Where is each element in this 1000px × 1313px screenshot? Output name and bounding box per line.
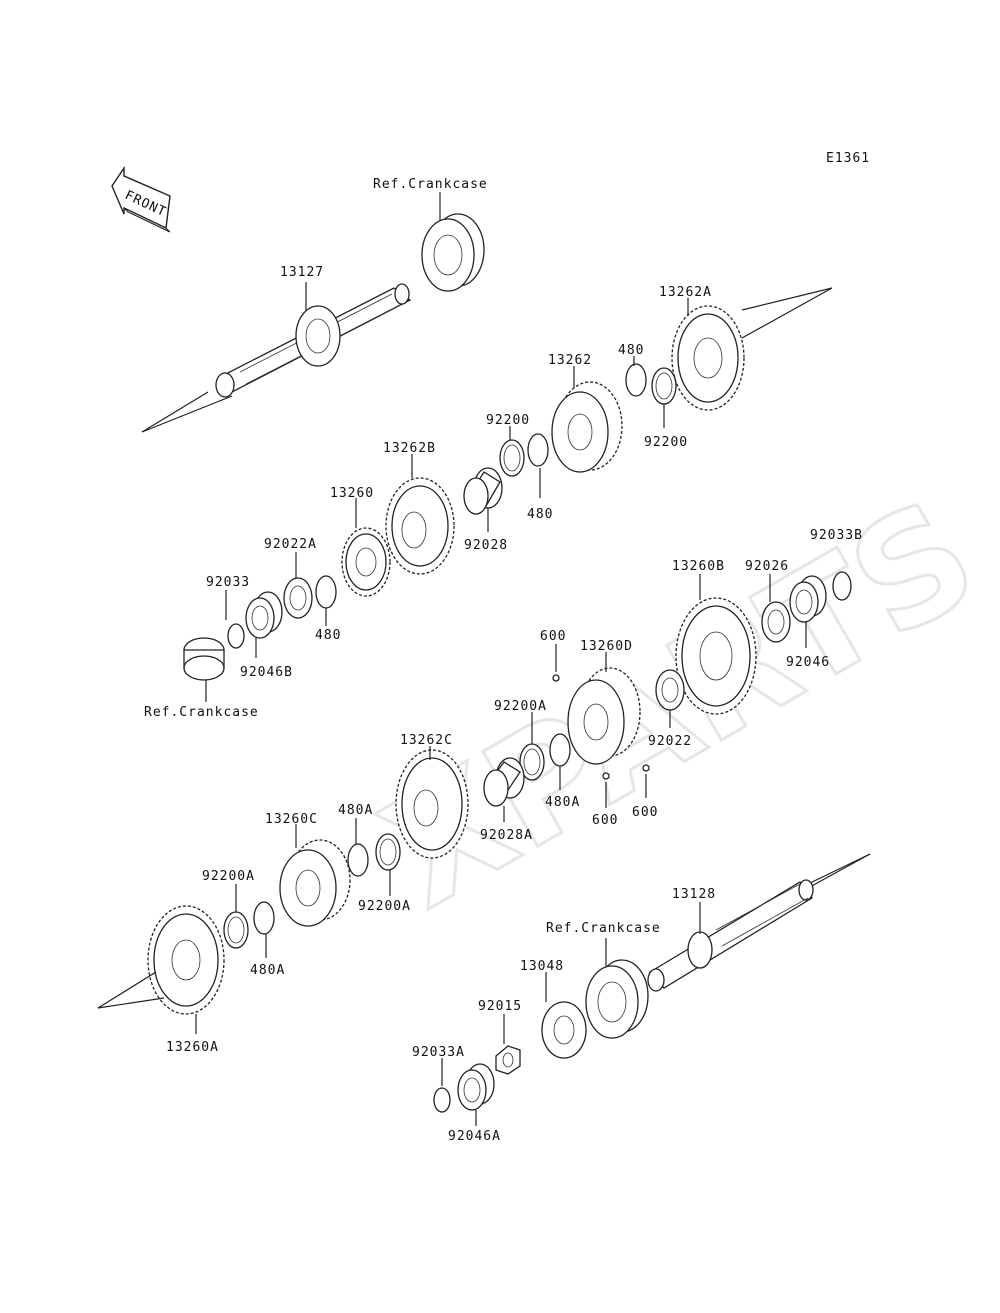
washer-92022a-icon (283, 577, 313, 619)
circlip-480a-right-icon (549, 733, 571, 767)
gear-13262-icon (551, 381, 623, 473)
washer-92200a-right-icon (519, 743, 545, 781)
ball-600-top-icon (552, 674, 560, 682)
label-600-right: 600 (632, 805, 658, 820)
bearing-ref-crankcase-bottom (585, 959, 649, 1039)
label-92046b: 92046B (240, 665, 293, 680)
circlip-480-left-icon (315, 575, 337, 609)
circlip-92033b-icon (832, 571, 852, 601)
needle-bearing-92046b-icon (245, 591, 283, 639)
label-92033: 92033 (206, 575, 250, 590)
label-480a-middle: 480A (338, 803, 373, 818)
washer-92200a-middle-icon (375, 833, 401, 871)
label-92200a-left: 92200A (202, 869, 255, 884)
needle-bearing-92028-icon (463, 467, 503, 515)
washer-92026-icon (761, 601, 791, 643)
washer-92022-icon (655, 669, 685, 711)
needle-bearing-92046-icon (789, 575, 827, 623)
washer-92200-left-icon (499, 439, 525, 477)
ball-600-right-icon (642, 764, 650, 772)
label-480-middle: 480 (527, 507, 553, 522)
gear-13260-icon (341, 527, 391, 597)
label-13127: 13127 (280, 265, 324, 280)
washer-92200a-left-icon (223, 911, 249, 949)
label-13260d: 13260D (580, 639, 633, 654)
diagram-code: E1361 (826, 151, 870, 166)
label-600-middle: 600 (592, 813, 618, 828)
circlip-480-middle-icon (527, 433, 549, 467)
circlip-92033a-icon (433, 1087, 451, 1113)
label-92046: 92046 (786, 655, 830, 670)
washer-92200-right-icon (651, 367, 677, 405)
label-13048: 13048 (520, 959, 564, 974)
gear-13260d-icon (567, 667, 641, 765)
label-92026: 92026 (745, 559, 789, 574)
label-480-left: 480 (315, 628, 341, 643)
gear-13262c-icon (395, 749, 469, 859)
bearing-ref-crankcase-top (421, 213, 485, 292)
input-shaft-gear-icon (295, 305, 341, 367)
sprocket-13048-icon (541, 1001, 587, 1059)
label-ref-crankcase-left: Ref.Crankcase (144, 705, 259, 720)
label-13260c: 13260C (265, 812, 318, 827)
label-ref-crankcase-top: Ref.Crankcase (373, 177, 488, 192)
label-92033b: 92033B (810, 528, 863, 543)
gear-13262b-icon (385, 477, 455, 575)
label-ref-crankcase-bottom: Ref.Crankcase (546, 921, 661, 936)
label-92022a: 92022A (264, 537, 317, 552)
label-480-top: 480 (618, 343, 644, 358)
circlip-480-top-icon (625, 363, 647, 397)
gear-13262a-icon (671, 305, 745, 411)
gear-13260b-icon (675, 597, 757, 715)
label-600-top: 600 (540, 629, 566, 644)
label-13262a: 13262A (659, 285, 712, 300)
label-92015: 92015 (478, 999, 522, 1014)
label-13262c: 13262C (400, 733, 453, 748)
circlip-92033-icon (227, 623, 245, 649)
gear-13260c-icon (279, 839, 351, 927)
gear-13260a-icon (147, 905, 225, 1015)
label-13260b: 13260B (672, 559, 725, 574)
label-480a-left: 480A (250, 963, 285, 978)
nut-92015-icon (495, 1045, 521, 1075)
label-13128: 13128 (672, 887, 716, 902)
input-shaft-assembly: 13127 Ref.Crankcase 13262A 92200 480 (141, 177, 833, 720)
front-arrow-icon: FRONT (111, 165, 171, 233)
label-92200a-right: 92200A (494, 699, 547, 714)
label-92200-right: 92200 (644, 435, 688, 450)
needle-bearing-92046a-icon (457, 1063, 495, 1111)
label-92028a: 92028A (480, 828, 533, 843)
label-13260a: 13260A (166, 1040, 219, 1055)
output-shaft-assembly: 92033B 92046 92026 13260B 9202 (97, 528, 871, 1144)
label-13262b: 13262B (383, 441, 436, 456)
circlip-480a-left-icon (253, 901, 275, 935)
input-shaft-13127 (215, 283, 412, 398)
label-92200a-middle: 92200A (358, 899, 411, 914)
label-13260: 13260 (330, 486, 374, 501)
label-92022: 92022 (648, 734, 692, 749)
label-13262: 13262 (548, 353, 592, 368)
label-92033a: 92033A (412, 1045, 465, 1060)
circlip-480a-middle-icon (347, 843, 369, 877)
output-shaft-13128 (647, 853, 871, 992)
label-92046a: 92046A (448, 1129, 501, 1144)
label-92200-left: 92200 (486, 413, 530, 428)
ball-600-middle-icon (602, 772, 610, 780)
label-92028: 92028 (464, 538, 508, 553)
label-480a-right: 480A (545, 795, 580, 810)
needle-bearing-92028a-icon (483, 757, 525, 807)
bearing-ref-crankcase-left (183, 637, 225, 681)
